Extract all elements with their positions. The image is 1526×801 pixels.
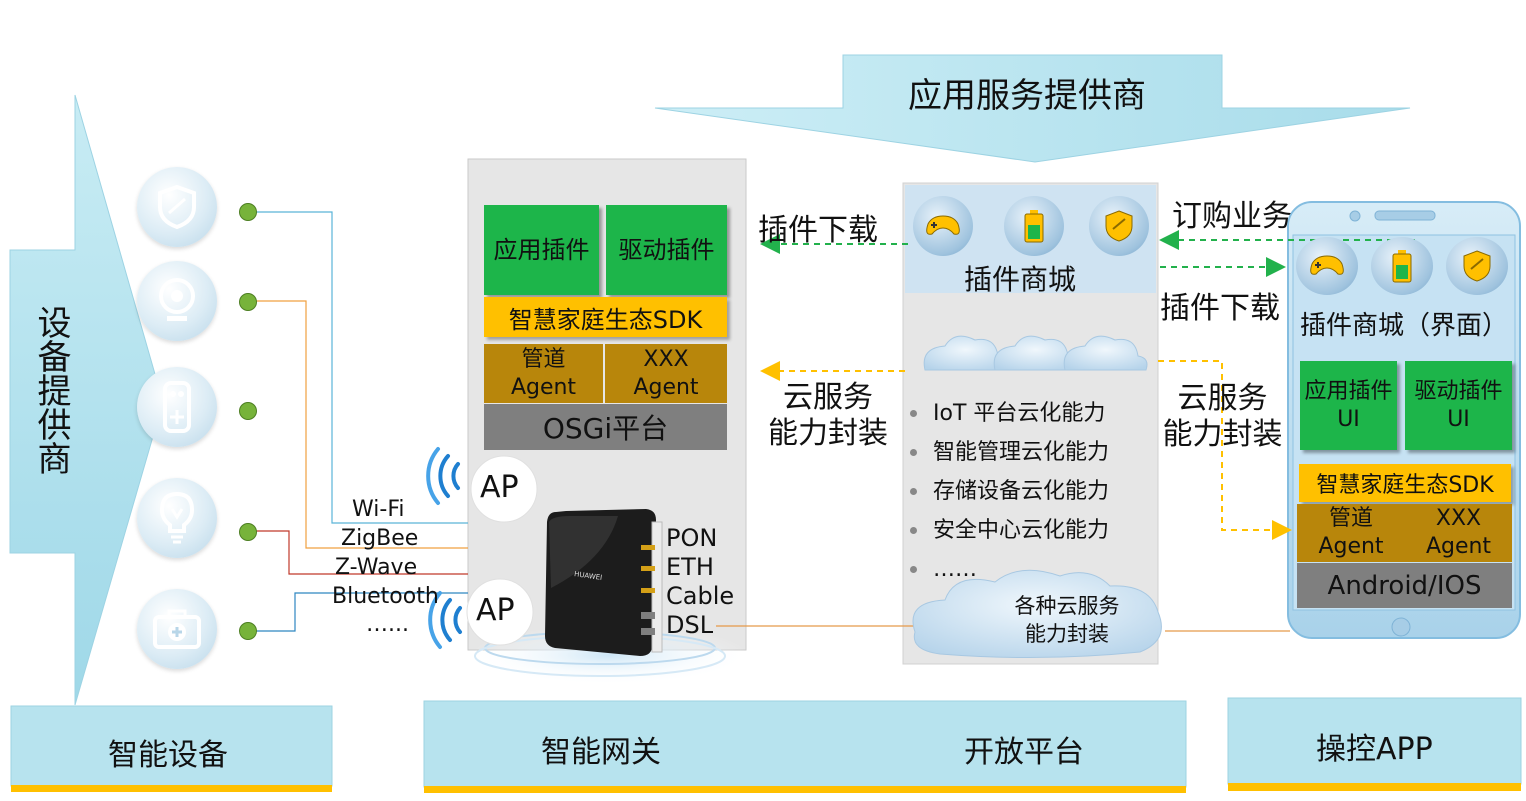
gamepad-icon [1296, 237, 1358, 295]
plugin-store-title: 插件商城 [964, 263, 1077, 296]
shield-icon [1089, 196, 1149, 256]
remote-icon [137, 367, 217, 447]
smart-devices-label: 智能设备 [108, 738, 228, 773]
app-xxx-agent-box: XXX Agent [1405, 504, 1512, 562]
protocol-more: …... [366, 612, 409, 637]
open-platform-label: 开放平台 [964, 735, 1084, 770]
protocol-wifi: Wi-Fi [352, 497, 405, 522]
cloud-services-label: 各种云服务 能力封装 [1014, 594, 1120, 646]
gateway-xxx-agent-box: XXX Agent [605, 344, 727, 403]
list-item: …… [910, 550, 1109, 589]
cloud-service-label-left: 云服务 能力封装 [768, 380, 888, 451]
app-service-provider-label: 应用服务提供商 [908, 76, 1146, 116]
app-xxx-agent-label: XXX Agent [1425, 506, 1492, 559]
camera-icon [137, 261, 217, 341]
gateway-xxx-agent-label: XXX Agent [633, 346, 699, 400]
plugin-download-label-right: 插件下载 [1160, 291, 1280, 326]
device-connector-dot [239, 402, 257, 420]
protocol-bluetooth: Bluetooth [332, 584, 439, 609]
driver-plugin-label: 驱动插件 [618, 236, 715, 264]
shield-icon [137, 167, 217, 247]
app-os-box: Android/IOS [1297, 563, 1512, 608]
app-sdk-label: 智慧家庭生态SDK [1316, 473, 1494, 498]
order-service-label: 订购业务 [1172, 199, 1292, 234]
plugin-download-label-left: 插件下载 [758, 213, 878, 248]
port-cable: Cable [666, 582, 735, 610]
gamepad-icon [913, 196, 973, 256]
osgi-platform-label: OSGi平台 [542, 412, 669, 445]
list-item: 智能管理云化能力 [910, 433, 1109, 472]
battery-icon [1004, 196, 1064, 256]
ap-label-bottom: AP [476, 593, 515, 628]
driver-plugin-box: 驱动插件 [606, 205, 727, 295]
app-store-title: 插件商城（界面） [1300, 311, 1509, 341]
osgi-platform-box: OSGi平台 [484, 404, 727, 450]
app-os-label: Android/IOS [1327, 570, 1482, 601]
protocol-zwave: Z-Wave [335, 555, 418, 580]
capabilities-list: IoT 平台云化能力 智能管理云化能力 存储设备云化能力 安全中心云化能力 …… [910, 394, 1109, 589]
list-item: 安全中心云化能力 [910, 511, 1109, 550]
port-eth: ETH [666, 553, 714, 581]
port-pon: PON [666, 524, 718, 552]
app-pipe-agent-label: 管道 Agent [1318, 506, 1384, 559]
list-item: IoT 平台云化能力 [910, 394, 1109, 433]
battery-icon [1371, 237, 1433, 295]
device-connector-dot [239, 622, 257, 640]
gateway-pipe-agent-box: 管道 Agent [484, 344, 603, 403]
gateway-sdk-label: 智慧家庭生态SDK [508, 305, 703, 334]
app-sdk-box: 智慧家庭生态SDK [1299, 464, 1511, 502]
device-provider-label: 设备提供商 [31, 305, 71, 475]
gateway-pipe-agent-label: 管道 Agent [510, 346, 577, 400]
control-app-label: 操控APP [1316, 732, 1433, 767]
driver-plugin-ui-box: 驱动插件 UI [1405, 361, 1512, 450]
driver-plugin-ui-label: 驱动插件 UI [1414, 378, 1503, 432]
app-plugin-label: 应用插件 [493, 236, 590, 264]
smart-gateway-label: 智能网关 [541, 735, 661, 770]
ap-label-top: AP [480, 470, 519, 505]
device-connector-dot [239, 203, 257, 221]
app-plugin-ui-box: 应用插件 UI [1300, 361, 1397, 450]
shield-icon [1446, 237, 1508, 295]
gateway-sdk-box: 智慧家庭生态SDK [484, 297, 727, 337]
app-plugin-ui-label: 应用插件 UI [1304, 378, 1393, 432]
medkit-icon [137, 589, 217, 669]
protocol-zigbee: ZigBee [341, 526, 419, 551]
app-pipe-agent-box: 管道 Agent [1297, 504, 1405, 562]
port-dsl: DSL [666, 611, 714, 639]
cloud-service-label-right: 云服务 能力封装 [1162, 381, 1283, 452]
app-plugin-box: 应用插件 [484, 205, 599, 295]
list-item: 存储设备云化能力 [910, 472, 1109, 511]
bulb-icon [137, 478, 217, 558]
device-connector-dot [239, 523, 257, 541]
device-connector-dot [239, 293, 257, 311]
